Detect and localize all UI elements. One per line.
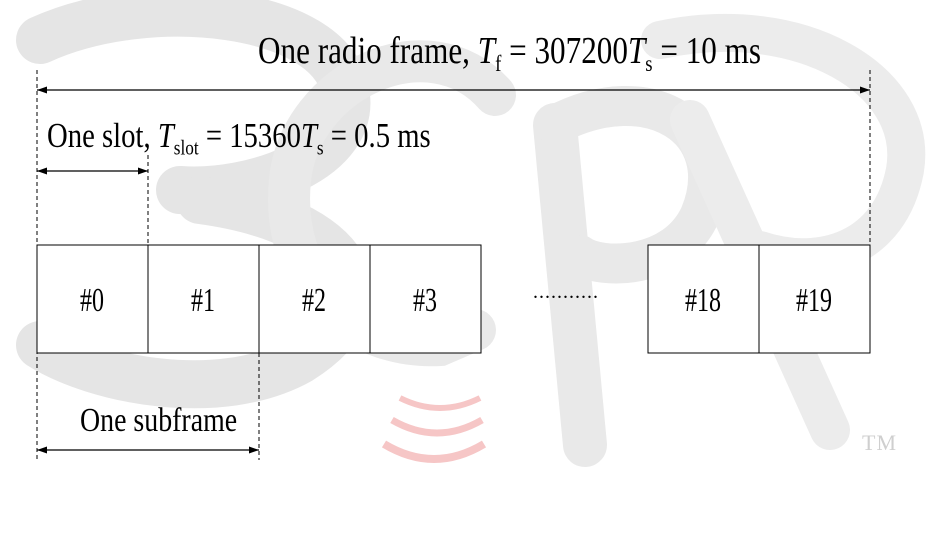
slot-label-prefix: One slot,: [47, 116, 158, 155]
trademark-mark: TM: [862, 430, 897, 455]
frame-label-prefix: One radio frame,: [258, 30, 478, 72]
slot-label-1: #1: [191, 282, 215, 319]
slot-box-3: [369, 244, 482, 354]
slot-group-left: #0 #1 #2 #3: [36, 244, 482, 354]
slot-label-3: #3: [413, 282, 437, 319]
slot-label-subscript: slot: [173, 135, 199, 160]
slot-label-value: = 15360: [198, 116, 301, 155]
slot-label-18: #18: [685, 282, 721, 319]
subframe-label: One subframe: [80, 402, 238, 439]
frame-label-symbol: T: [477, 30, 496, 72]
slot-label-unit-symbol: T: [300, 116, 317, 155]
slot-label-duration: = 0.5 ms: [323, 116, 431, 155]
frame-label-unit-symbol: T: [627, 30, 646, 72]
slot-duration-label: One slot, Tslot = 15360Ts = 0.5 ms: [47, 116, 431, 158]
slot-label-symbol: T: [157, 116, 174, 155]
guide-lines: [36, 70, 871, 460]
frame-label-unit-subscript: s: [645, 50, 653, 76]
slot-label-19: #19: [796, 282, 832, 319]
frame-label-value: = 307200: [501, 30, 628, 72]
slot-box-0: [36, 244, 149, 354]
watermark-logo: [16, 0, 926, 467]
slot-box-1: [147, 244, 260, 354]
frame-label-subscript: f: [495, 50, 502, 76]
slot-ellipsis: ...........: [533, 281, 599, 303]
slot-label-unit-subscript: s: [316, 135, 324, 160]
slot-label-0: #0: [80, 282, 104, 319]
slot-group-right: #18 #19: [647, 244, 871, 354]
slot-box-18: [647, 244, 760, 354]
slot-label-2: #2: [302, 282, 326, 319]
slot-box-19: [758, 244, 871, 354]
radio-frame-label: One radio frame, Tf = 307200Ts = 10 ms: [258, 30, 762, 75]
frame-label-duration: = 10 ms: [652, 30, 762, 72]
